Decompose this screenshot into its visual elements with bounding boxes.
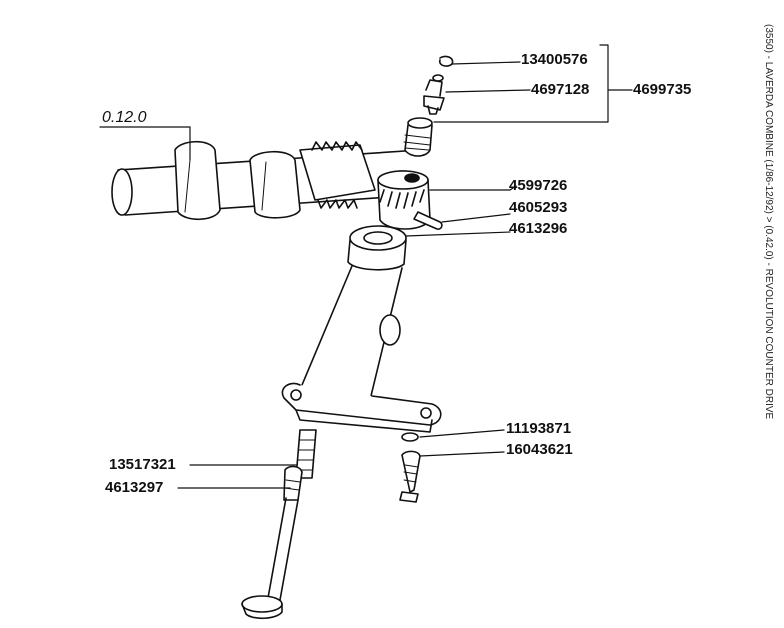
fitting-drawing xyxy=(423,74,445,115)
leader-lines xyxy=(99,44,633,489)
bushing-drawing xyxy=(403,117,433,157)
screw-drawing xyxy=(399,450,421,503)
reference-shaft-drawing xyxy=(111,140,421,221)
stud-drawing xyxy=(295,429,317,479)
housing-drawing xyxy=(281,225,442,433)
washer-drawing xyxy=(401,432,419,442)
part-number-13517321[interactable]: 13517321 xyxy=(109,456,176,473)
part-number-4699735[interactable]: 4699735 xyxy=(633,81,692,98)
part-number-13400576[interactable]: 13400576 xyxy=(521,51,588,68)
part-number-4599726[interactable]: 4599726 xyxy=(509,177,568,194)
part-number-16043621[interactable]: 16043621 xyxy=(506,441,573,458)
part-number-11193871[interactable]: 11193871 xyxy=(506,420,572,437)
drive-shaft-drawing xyxy=(241,465,303,620)
part-number-4697128[interactable]: 4697128 xyxy=(531,81,590,98)
part-number-4613297[interactable]: 4613297 xyxy=(105,479,164,496)
diagram-caption: (3550) - LAVERDA COMBINE (1/86-12/92) > … xyxy=(763,24,774,420)
ring-drawing xyxy=(438,55,454,67)
pin-drawing xyxy=(413,211,443,230)
part-number-4613296[interactable]: 4613296 xyxy=(509,220,568,237)
part-number-4605293[interactable]: 4605293 xyxy=(509,199,568,216)
reference-assembly-label: 0.12.0 xyxy=(102,109,147,126)
